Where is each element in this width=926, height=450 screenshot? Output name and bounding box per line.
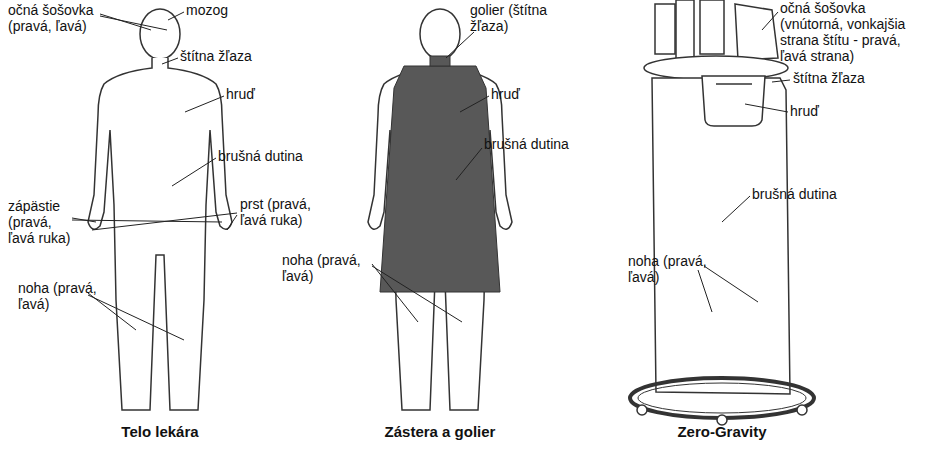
doctor-body [88, 9, 232, 410]
organ-label: brušná dutina [218, 148, 303, 164]
organ-label: hruď [491, 86, 520, 102]
lead-apron [380, 66, 500, 292]
figure-caption: Telo lekára [80, 424, 240, 440]
organ-label: mozog [186, 2, 228, 18]
organ-label: prst (pravá, ľavá ruka) [240, 196, 320, 228]
organ-label: štítna žľaza [793, 70, 865, 86]
organ-label: golier (štítna žľaza) [470, 2, 560, 34]
organ-label: noha (pravá, ľavá) [18, 280, 108, 312]
organ-label: hruď [790, 103, 819, 119]
figure-caption: Zástera a golier [360, 424, 520, 440]
organ-label: hruď [226, 86, 255, 102]
leader-lines [698, 12, 790, 312]
leader-lines [372, 32, 489, 322]
organ-label: očná šošovka (pravá, ľavá) [8, 2, 103, 34]
organ-label: noha (pravá, ľavá) [282, 252, 374, 284]
apron-body [368, 9, 512, 410]
organ-label: brušná dutina [752, 186, 837, 202]
organ-label: noha (pravá, ľavá) [628, 253, 720, 285]
organ-label: zápästie (pravá, ľavá ruka) [8, 198, 78, 246]
organ-label: očná šošovka (vnútorná, vonkajšia strana… [780, 0, 922, 64]
figure-caption: Zero-Gravity [642, 424, 802, 440]
organ-label: štítna žľaza [180, 48, 252, 64]
organ-label: brušná dutina [484, 136, 569, 152]
